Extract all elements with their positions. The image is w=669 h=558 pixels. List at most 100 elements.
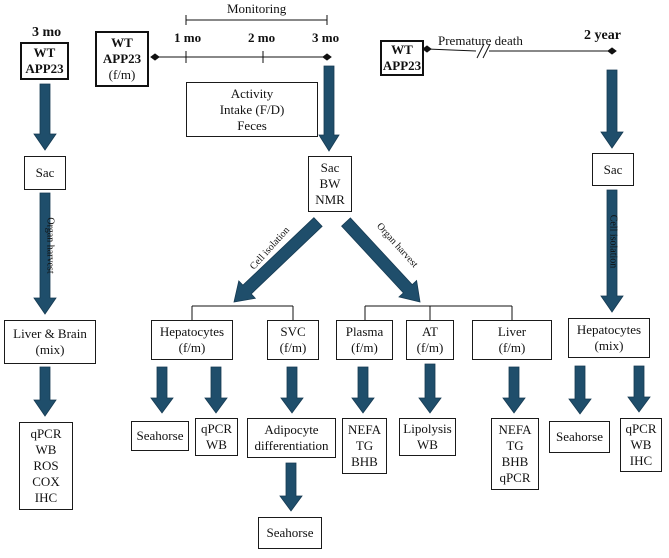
- assay-item: qPCR: [200, 421, 233, 436]
- sex-label: (f/m): [178, 340, 206, 355]
- assay-item: IHC: [34, 490, 58, 505]
- assay-item: BHB: [351, 454, 378, 469]
- right-hepatocytes-box: Hepatocytes (mix): [568, 318, 650, 358]
- sac-item: BW: [319, 176, 341, 191]
- sex-label: (f/m): [279, 340, 307, 355]
- adipocyte-box: Adipocyte differentiation: [247, 418, 336, 458]
- premature-death-label: Premature death: [438, 33, 523, 48]
- arrow-right-seahorse: [568, 365, 592, 415]
- sex-label: (f/m): [498, 340, 526, 355]
- measure-item: Feces: [237, 117, 267, 133]
- tissue-label: Liver & Brain: [13, 326, 87, 341]
- assay-item: qPCR: [499, 470, 531, 485]
- plasma-box: Plasma (f/m): [336, 320, 393, 360]
- tick-label-2mo: 2 mo: [248, 30, 276, 45]
- group-wt: WT: [33, 45, 56, 60]
- differentiation-label: differentiation: [254, 438, 329, 453]
- right-seahorse-box: Seahorse: [549, 421, 610, 453]
- arrow-hep-seahorse: [150, 366, 174, 414]
- measure-item: Intake (F/D): [219, 101, 285, 117]
- left-group-box: WT APP23: [20, 42, 69, 80]
- hepatocytes-label: Hepatocytes: [159, 324, 225, 339]
- assay-item: qPCR: [30, 426, 62, 441]
- assay-item: NEFA: [348, 422, 381, 437]
- mix-label: (mix): [594, 338, 624, 353]
- seahorse-label: Seahorse: [556, 429, 603, 444]
- sac-label: Sac: [603, 161, 623, 177]
- at-assays-box: Lipolysis WB: [399, 418, 456, 456]
- monitoring-label: Monitoring: [227, 1, 287, 16]
- tick-label-1mo: 1 mo: [174, 30, 202, 45]
- plasma-label: Plasma: [345, 324, 384, 339]
- assay-item: COX: [32, 474, 60, 489]
- arrow-cell-isolation: [233, 217, 323, 303]
- center-group-box: WT APP23 (f/m): [95, 31, 149, 87]
- plasma-assays-box: NEFA TG BHB: [342, 418, 387, 474]
- assay-item: Lipolysis: [403, 421, 452, 436]
- hep-seahorse-box: Seahorse: [131, 421, 189, 451]
- right-cell-isolation-label: Cell isolation: [607, 214, 619, 269]
- arrow-adipo-seahorse: [279, 462, 303, 512]
- break-mark-2: [482, 43, 491, 59]
- seahorse-label: Seahorse: [136, 428, 184, 443]
- group-sex: (f/m): [108, 67, 136, 82]
- svc-box: SVC (f/m): [267, 320, 319, 360]
- break-mark-1: [476, 43, 485, 59]
- arrow-left-to-sac: [33, 83, 57, 151]
- arrow-left-to-assays: [33, 366, 57, 417]
- group-app23: APP23: [25, 61, 64, 76]
- measure-item: Activity: [230, 85, 274, 101]
- liver-brain-box: Liver & Brain (mix): [4, 320, 96, 364]
- liver-assays-box: NEFA TG BHB qPCR: [491, 418, 539, 490]
- arrow-svc-adipo: [280, 366, 304, 414]
- liver-label: Liver: [497, 324, 527, 339]
- left-organ-harvest-label: Organ harvest: [44, 217, 56, 274]
- arrow-liver-assays: [502, 366, 526, 414]
- right-sac-box: Sac: [592, 153, 634, 186]
- at-label: AT: [422, 324, 438, 339]
- assay-item: BHB: [501, 454, 529, 469]
- sex-label: (f/m): [351, 340, 378, 355]
- assay-item: ROS: [33, 458, 59, 473]
- right-group-box: WT APP23: [380, 40, 424, 76]
- tick-label-3mo: 3 mo: [312, 30, 340, 45]
- svc-seahorse-box: Seahorse: [258, 517, 322, 549]
- sac-label: Sac: [35, 165, 55, 180]
- assay-item: TG: [355, 438, 374, 453]
- assay-item: WB: [417, 437, 438, 452]
- hepatocytes-label: Hepatocytes: [576, 322, 642, 337]
- group-wt: WT: [111, 35, 133, 50]
- assay-item: WB: [630, 437, 652, 452]
- left-time-label: 3 mo: [32, 25, 62, 40]
- seahorse-label: Seahorse: [266, 525, 314, 540]
- arrow-right-to-sac: [600, 69, 624, 149]
- group-app23: APP23: [102, 51, 142, 66]
- arrow-at-assays: [418, 363, 442, 414]
- arrow-left-harvest: [33, 192, 57, 315]
- left-sac-box: Sac: [24, 156, 66, 190]
- arrow-right-isolation: [600, 189, 624, 313]
- group-app23: APP23: [382, 58, 422, 73]
- svc-label: SVC: [280, 324, 306, 339]
- timeline-end-diamond: [322, 53, 332, 61]
- assay-item: WB: [206, 437, 227, 452]
- sac-item: NMR: [315, 192, 345, 207]
- hep-assays-box: qPCR WB: [195, 418, 238, 456]
- sex-label: (f/m): [416, 340, 444, 355]
- hepatocytes-box: Hepatocytes (f/m): [151, 320, 233, 360]
- measures-box: Activity Intake (F/D) Feces: [186, 82, 318, 137]
- left-assays-box: qPCR WB ROS COX IHC: [19, 422, 73, 510]
- assay-item: IHC: [629, 453, 653, 468]
- arrow-monitor-to-sac: [318, 65, 340, 152]
- right-timeline-a: [426, 48, 477, 52]
- right-start-diamond: [422, 45, 432, 53]
- center-sac-box: Sac BW NMR: [308, 156, 352, 212]
- assay-item: NEFA: [498, 422, 532, 437]
- assay-item: qPCR: [625, 421, 657, 436]
- timeline-start-diamond: [150, 53, 160, 61]
- right-end-diamond: [607, 47, 617, 55]
- arrow-hep-assays: [204, 366, 228, 414]
- arrow-plasma-assays: [351, 366, 375, 414]
- right-assays-box: qPCR WB IHC: [620, 418, 662, 472]
